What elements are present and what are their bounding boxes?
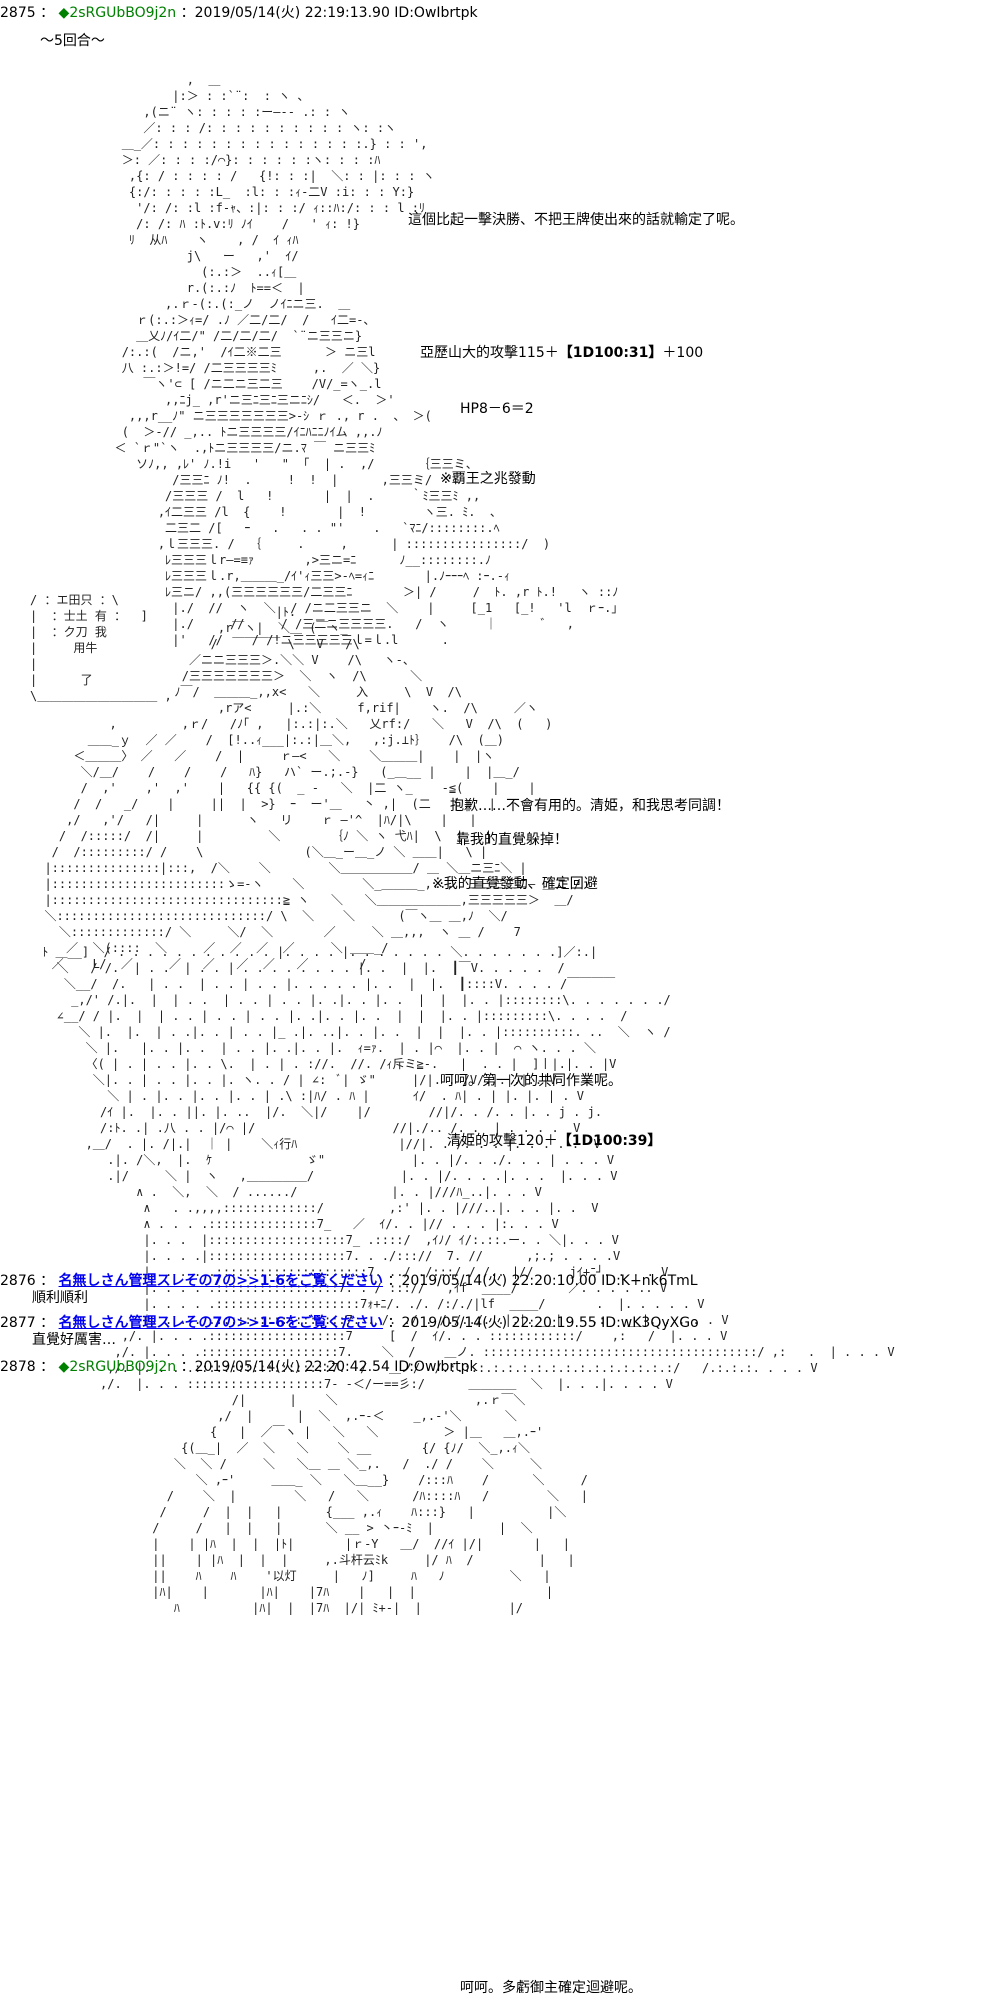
dialogue-line: 抱歉……不會有用的。清姫，和我思考同調！ [450,798,730,814]
post-meta: ：2019/05/14(火) 22:20:10.00 ID:K+nk6TmL [387,1273,698,1289]
hp-line: HP8－6＝2 [460,401,534,417]
skill-note: ※覇王之兆發動 [440,471,536,487]
speech-box: / ：エ田只 ：\ | ：士土 有 ： ] | ：ク刀 我 | 用牛 | | 了… [30,593,172,703]
post-meta: ：2019/05/14(火) 22:19:13.90 ID:OwIbrtpk [180,5,478,21]
post-meta: ：2019/05/14(火) 22:20:19.55 ID:wK3QyXGo [387,1315,699,1331]
skill-note: ※我的直覺發動、確定回避 [432,876,598,892]
post-header-2877: 2877 ： 名無しさん管理スレその7の>>1-6をご覧ください ：2019/0… [0,1315,699,1331]
ascii-art-character-2: |ﾄ. ,r￣ヽ| ＼＿ (￣ヽ_ / ￣￣￣￣ \ V /\ ／ニニ三三三＞.… [44,605,581,971]
ascii-art-character-4: /| | ＼ ,.ｒ￣＼ ,/ | | ＼ ,.ｰ‐＜ _,.-'＼ ＼ { |… [152,1393,588,1615]
post-number: 2875 [0,5,36,21]
post-number: 2877 [0,1315,36,1331]
post-header-2876: 2876 ： 名無しさん管理スレその7の>>1-6をご覧ください ：2019/0… [0,1273,698,1289]
round-label: ～5回合～ [40,33,105,49]
poster-name-link[interactable]: 名無しさん管理スレその7の>>1-6をご覧ください [58,1315,384,1331]
attack-line-alexander: 亞歷山大的攻擊115＋【1D100:31】＋100 [420,345,704,361]
post-header-2878: 2878 ： ◆2sRGUbBO9j2n ：2019/05/14(火) 22:2… [0,1359,478,1375]
post-number: 2876 [0,1273,36,1289]
tripcode: ◆2sRGUbBO9j2n [58,5,177,21]
post-meta: ：2019/05/14(火) 22:20:42.54 ID:OwIbrtpk [180,1359,478,1375]
attack-line-kiyohime: 清姫的攻擊120＋【1D100:39】 [447,1133,662,1149]
tripcode: ◆2sRGUbBO9j2n [58,1359,177,1375]
post-header-2875: 2875 ： ◆2sRGUbBO9j2n ：2019/05/14(火) 22:1… [0,5,478,21]
dialogue-line: 呵呵。第一次的共同作業呢。 [440,1073,622,1089]
dialogue-line: 這個比起一擊決勝、不把王牌使出來的話就輸定了呢。 [408,212,744,228]
ascii-art-character-1: , ＿ |:＞ : :`¨: : ヽ 、 ,(ニ¨ ヽ: : : : :ー―‐-… [114,73,619,647]
dialogue-line: 呵呵。多虧御主確定迴避呢。 [460,1980,642,1996]
post-number: 2878 [0,1359,36,1375]
post-body-2876: 順利順利 [32,1290,88,1306]
poster-name-link[interactable]: 名無しさん管理スレその7の>>1-6をご覧ください [58,1273,384,1289]
ascii-art-character-3: ﾄ ＿__] / . . . . . . . . . . . |. . . . … [42,945,895,1391]
dice-result: 【1D100:31】 [558,345,663,361]
dice-result: 【1D100:39】 [557,1133,662,1149]
post-body-2877: 直覺好厲害… [32,1332,116,1348]
dialogue-line: 靠我的直覺躲掉！ [456,832,568,848]
